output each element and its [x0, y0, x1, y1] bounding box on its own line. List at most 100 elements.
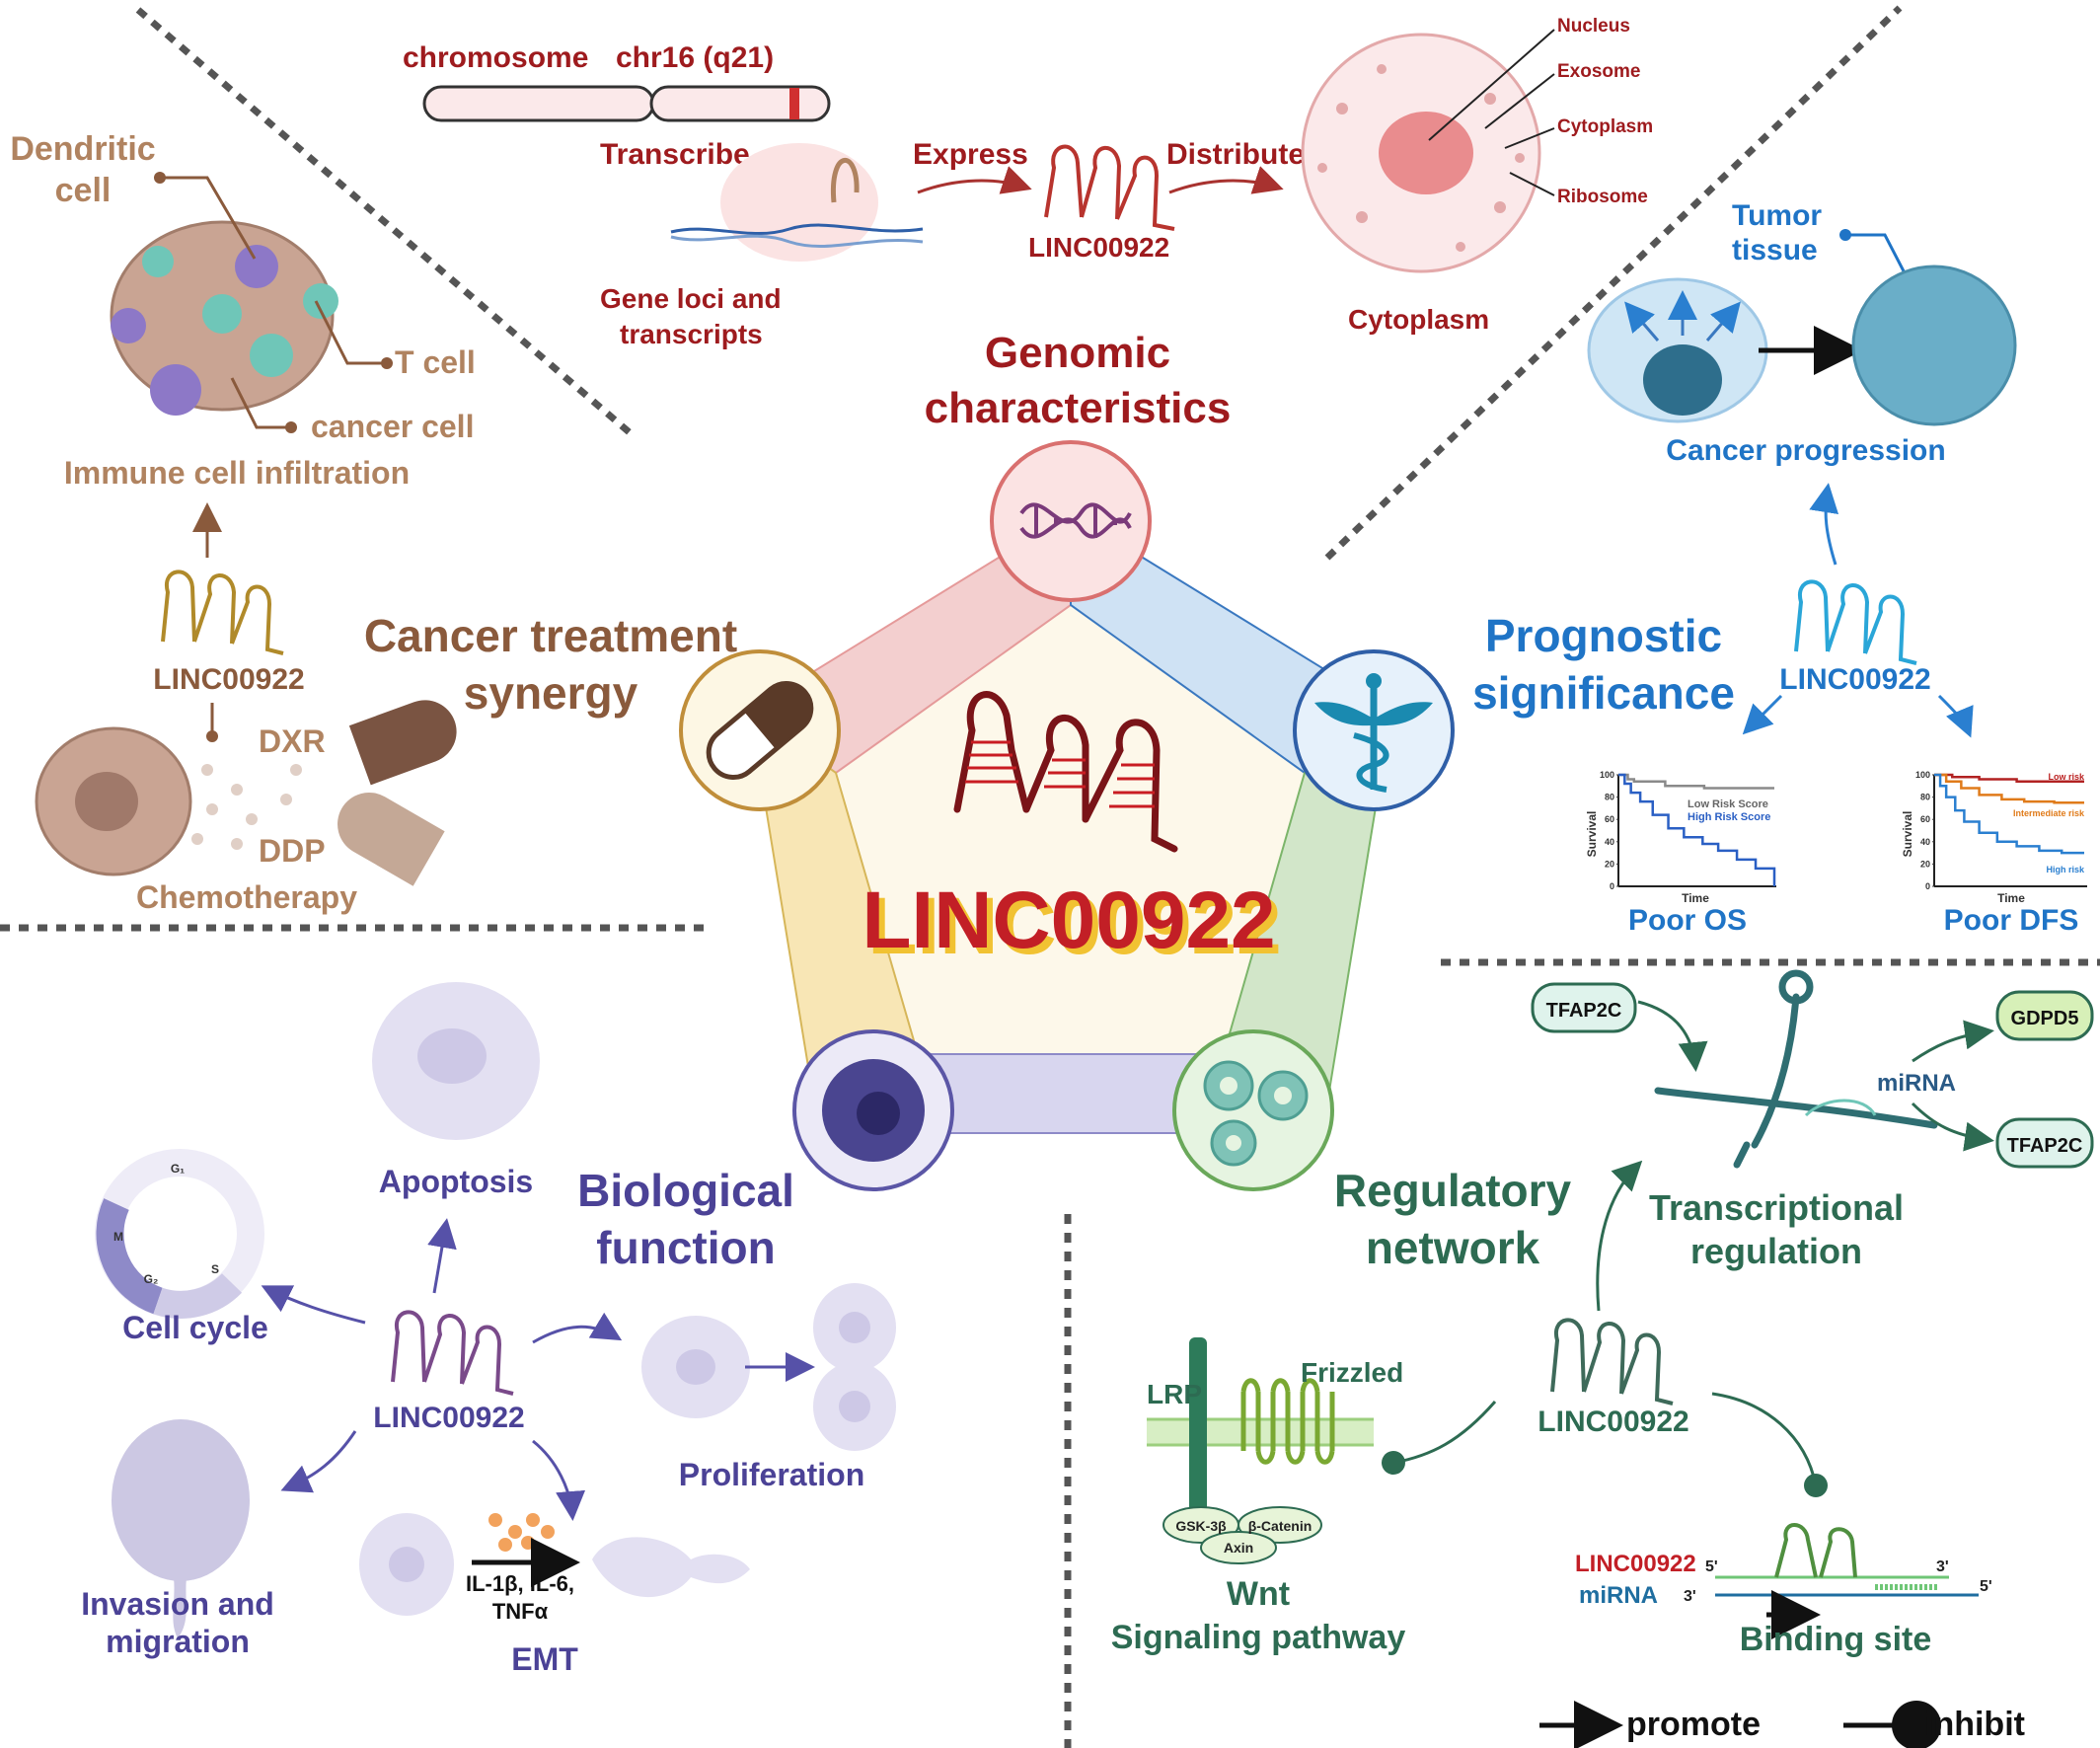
section-dividers	[0, 5, 2100, 1748]
proliferation-cells-icon	[641, 1283, 896, 1451]
binding-site-label: Binding site	[1740, 1621, 1932, 1658]
section-treatment: Dendritic cell T cell cancer cell Immune…	[10, 130, 737, 915]
emt-arrow	[532, 1439, 586, 1521]
biological-lncrna-icon	[391, 1310, 514, 1396]
node-prognostic	[1293, 649, 1455, 811]
transcriptional-arrow	[1596, 1160, 1643, 1312]
cell-distribution-icon	[1301, 33, 1541, 273]
os-ytick-20: 20	[1605, 859, 1614, 869]
gsk-label: GSK-3β	[1175, 1518, 1227, 1534]
dfs-ytick-100: 100	[1915, 770, 1930, 780]
gdpd5-label: GDPD5	[2011, 1008, 2079, 1029]
cell-cycle-icon: G₁ S G₂ M	[95, 1149, 264, 1319]
dendritic-line2: cell	[55, 172, 112, 209]
cell-part-labels: Nucleus Exosome Cytoplasm Ribosome	[1557, 16, 1653, 207]
poor-os-label: Poor OS	[1628, 904, 1747, 937]
os-legend-high: High Risk Score	[1688, 811, 1770, 823]
section-biological: Apoptosis G₁ S G₂ M Cell cycle LINC00922	[81, 982, 896, 1677]
frizzled-label: Frizzled	[1301, 1357, 1403, 1388]
wnt-line2: Signaling pathway	[1111, 1619, 1406, 1656]
tumor-line2: tissue	[1732, 234, 1818, 266]
node-treatment	[679, 649, 841, 811]
early-tumor-icon	[1587, 277, 1768, 423]
dfs-intermediate-label: Intermediate risk	[2013, 808, 2085, 818]
dendritic-line1: Dendritic	[10, 130, 155, 168]
capsule-icon	[706, 681, 814, 780]
genomic-lncrna-icon	[1044, 144, 1175, 231]
os-ylabel: Survival	[1585, 811, 1599, 858]
dfs-xlabel: Time	[1997, 891, 2025, 905]
cytoplasm-part-label: Cytoplasm	[1557, 116, 1653, 137]
section-genomic: chromosome chr16 (q21) Transcribe Gene l…	[403, 16, 1653, 432]
exosome-label: Exosome	[1557, 61, 1640, 82]
regulatory-lnc-label: LINC00922	[1538, 1406, 1688, 1438]
prognostic-lncrna-icon	[1794, 579, 1917, 665]
caduceus-icon	[1314, 673, 1433, 793]
invasion-line2: migration	[106, 1624, 250, 1659]
dendritic-pointer	[160, 176, 257, 260]
prognostic-heading-line2: significance	[1472, 667, 1735, 719]
dfs-ylabel: Survival	[1901, 811, 1914, 858]
center-title-shadow: LINC00922	[867, 881, 1281, 971]
t-cell-pointer	[314, 300, 387, 365]
tfap2c-top-box	[1531, 982, 1637, 1033]
os-survival-chart: Survival Time Low Risk Score High Risk S…	[1585, 770, 1776, 905]
t-cell-label: T cell	[395, 344, 476, 380]
regulatory-mirna-complex-icon	[1654, 969, 1938, 1169]
chromosome-icon	[422, 85, 831, 122]
tfap2c-right-box	[1995, 1117, 2094, 1169]
cell-cycle-label: Cell cycle	[122, 1310, 268, 1345]
gene-loci-line2: transcripts	[620, 319, 763, 349]
dfs-ytick-40: 40	[1920, 837, 1930, 847]
gene-loci-line1: Gene loci and	[600, 283, 782, 314]
axin-label: Axin	[1224, 1540, 1253, 1556]
prognostic-lnc-label: LINC00922	[1779, 663, 1930, 696]
frizzled-receptor	[1240, 1392, 1335, 1451]
dfs-series-intermediate-risk	[1934, 773, 2084, 804]
genomic-heading-line2: characteristics	[925, 384, 1232, 432]
phase-s: S	[211, 1262, 219, 1276]
ribosome-label: Ribosome	[1557, 187, 1648, 207]
dfs-ytick-20: 20	[1920, 859, 1930, 869]
chemo-cell-icon	[35, 726, 192, 876]
cytoplasm-bottom-label: Cytoplasm	[1348, 304, 1489, 335]
biological-lnc-label: LINC00922	[373, 1402, 524, 1434]
wnt-line1: Wnt	[1227, 1575, 1290, 1613]
node-regulatory	[1172, 1029, 1334, 1191]
dfs-series-high-risk	[1934, 773, 2084, 855]
center-lncrna-rungs	[965, 740, 1155, 808]
invasion-cells-icon	[112, 1419, 250, 1638]
phase-g2: G₂	[144, 1272, 159, 1286]
tfap2c-arrow	[1637, 1000, 1708, 1072]
inhibit-legend-label: inhibit	[1924, 1706, 2025, 1743]
section-regulatory: TFAP2C miRNA GDPD5 TFAP2C Transcriptiona…	[1111, 969, 2094, 1658]
cancer-progression-label: Cancer progression	[1666, 434, 1945, 467]
biological-heading-line1: Biological	[577, 1165, 794, 1216]
drug-dots	[191, 764, 302, 850]
apoptosis-cell-icon	[372, 982, 540, 1140]
central-pentagon: LINC00922 LINC00922	[679, 440, 1455, 1191]
tumor-immune-cluster-icon	[110, 220, 338, 416]
apoptosis-arrow	[427, 1218, 457, 1294]
regulatory-heading-line1: Regulatory	[1334, 1165, 1572, 1216]
distribute-label: Distribute	[1166, 138, 1305, 171]
treatment-lnc-label: LINC00922	[153, 663, 304, 696]
gene-loci-icon	[670, 143, 924, 262]
nucleus-label: Nucleus	[1557, 16, 1630, 37]
lrp-receptor	[1189, 1337, 1207, 1535]
dfs-survival-chart: Survival Time Low risk Intermediate risk…	[1901, 770, 2087, 905]
cell-part-lines	[1428, 29, 1555, 196]
chromosome-label: chromosome	[403, 41, 588, 74]
os-ytick-100: 100	[1600, 770, 1614, 780]
legend: promote inhibit	[1539, 1701, 2025, 1748]
node-genomic	[990, 440, 1152, 602]
transcriptional-line1: Transcriptional	[1649, 1187, 1904, 1228]
ddp-label: DDP	[259, 833, 326, 869]
dfs-ytick-80: 80	[1920, 793, 1930, 802]
binding-site-icon	[1715, 1523, 1979, 1639]
cytokine-dots	[488, 1513, 555, 1552]
bind-mirna-label: miRNA	[1579, 1582, 1658, 1609]
cancer-cell-label: cancer cell	[311, 409, 474, 444]
promote-legend-label: promote	[1626, 1706, 1761, 1743]
